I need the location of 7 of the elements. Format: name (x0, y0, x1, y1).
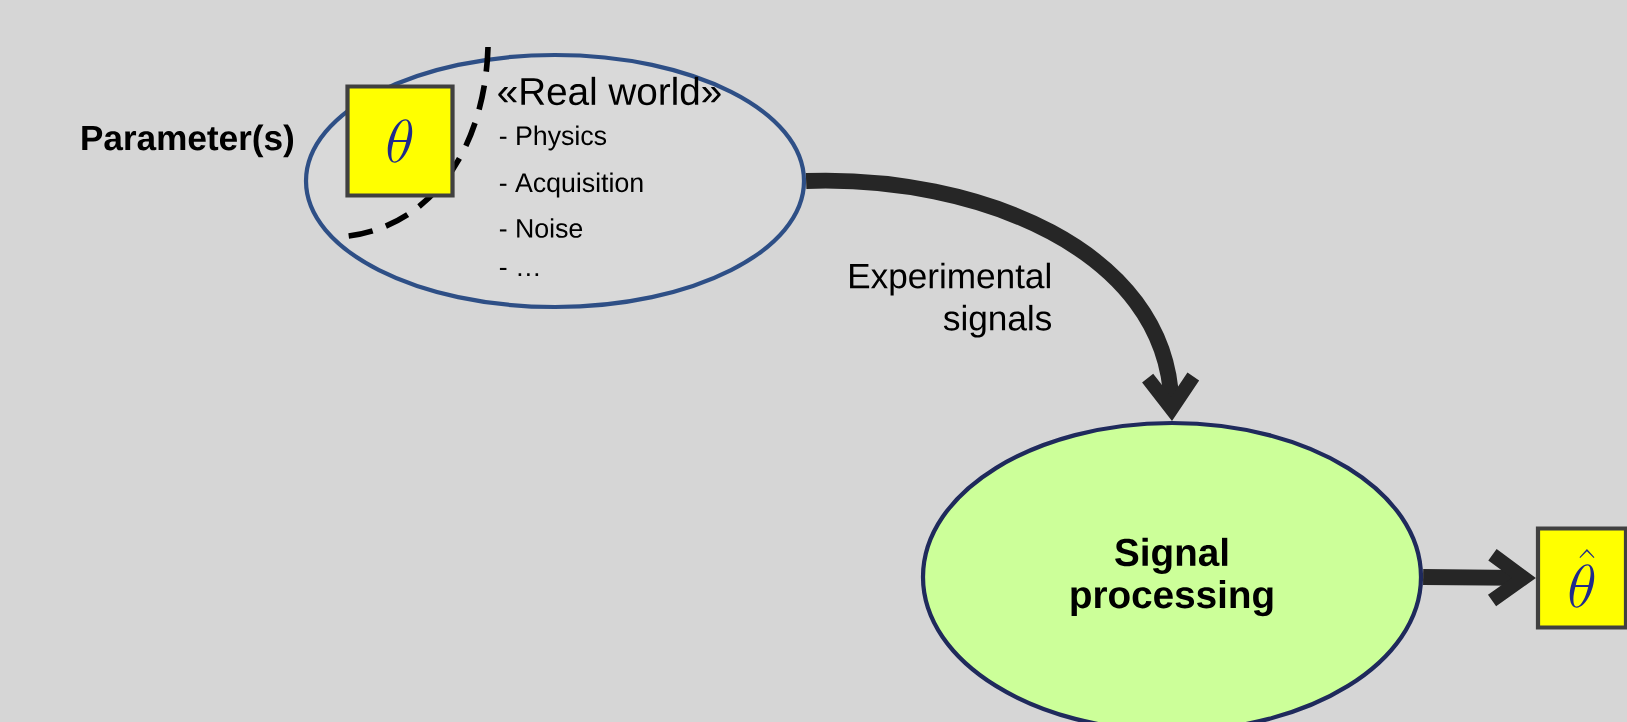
symbol-box: $\hat{\theta}$ (1535, 526, 1627, 630)
symbol-box: $\theta$ (345, 84, 455, 198)
edge-label: Experimental signals (850, 262, 1051, 338)
arrow (806, 173, 1200, 421)
side-label: Parameter(s) (82, 124, 294, 158)
arrow (1423, 549, 1536, 607)
ellipse-node: Signal processing (920, 420, 1424, 722)
